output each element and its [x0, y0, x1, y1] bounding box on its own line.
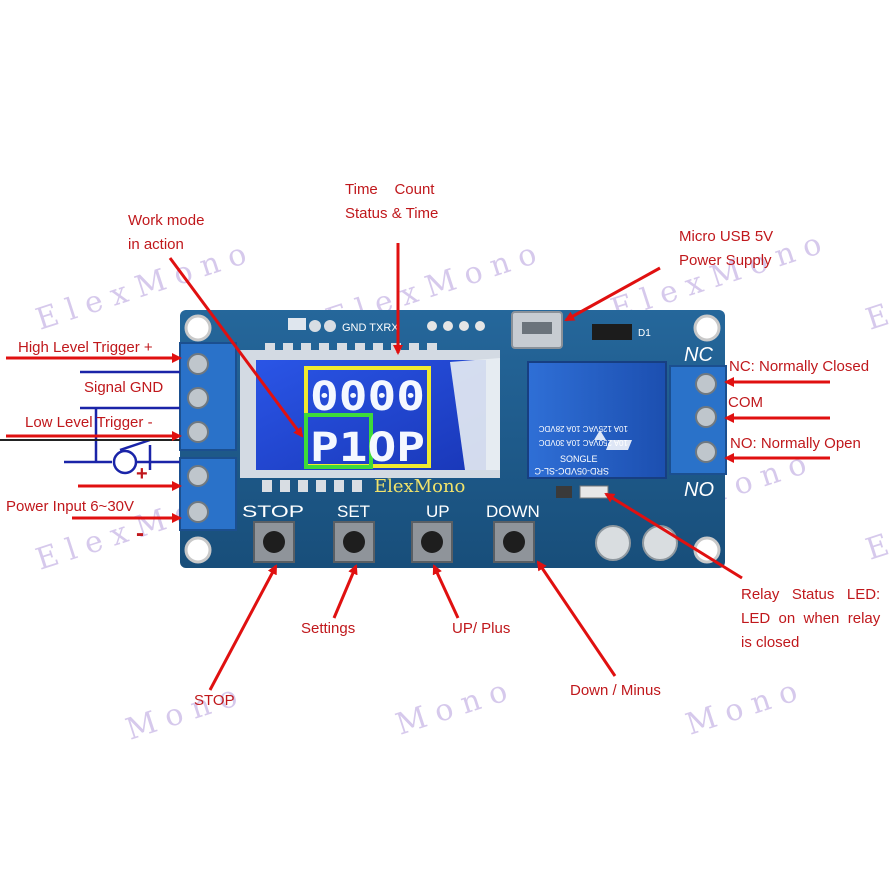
mounting-hole: [184, 314, 212, 342]
micro-usb-line1: Micro USB 5V: [679, 228, 774, 245]
relay-led-line1: Relay Status LED:: [741, 586, 881, 603]
power-terminal-block: [179, 457, 237, 531]
pcb-board: GND TXRX 0000 P1OP: [179, 310, 727, 568]
no-label: NO: Normally Open: [730, 435, 861, 452]
micro-usb-line2: Power Supply: [679, 252, 772, 269]
time-count-line2: Status & Time: [345, 205, 439, 222]
board-button-label: DOWN: [486, 502, 540, 521]
board-button-label: SET: [337, 502, 370, 521]
stop-button[interactable]: [253, 521, 295, 563]
settings-label: Settings: [301, 620, 356, 637]
up-button[interactable]: [411, 521, 453, 563]
time-count-label: Time Count Status & Time: [345, 178, 438, 226]
set-button[interactable]: [333, 521, 375, 563]
up-plus-label: UP/ Plus: [452, 620, 511, 637]
lcd-bottom-digits: P1OP: [310, 425, 425, 471]
svg-text:SONGLE: SONGLE: [560, 454, 598, 464]
svg-text:SRD-05VDC-SL-C: SRD-05VDC-SL-C: [534, 466, 609, 476]
svg-text:E: E: [862, 298, 894, 338]
board-button-label: STOP: [242, 502, 304, 521]
high-level-trigger-label: High Level Trigger +: [18, 339, 153, 356]
svg-text:M o n o: M o n o: [392, 674, 512, 743]
work-mode-label: Work mode in action: [128, 209, 204, 257]
svg-text:10A 125VAC 10A 28VDC: 10A 125VAC 10A 28VDC: [539, 424, 628, 433]
brand-overlay: ElexMono: [374, 476, 465, 497]
relay-led-line2: LED on when relay: [741, 610, 881, 627]
mounting-hole: [693, 314, 721, 342]
relay-status-led-label: Relay Status LED: LED on when relay is c…: [741, 583, 880, 655]
nc-label: NC: Normally Closed: [729, 358, 870, 375]
relay: [527, 361, 667, 479]
svg-text:M o n o: M o n o: [682, 674, 802, 743]
time-count-line1: Time Count: [345, 181, 435, 198]
signal-gnd-label: Signal GND: [84, 379, 164, 396]
micro-usb-label: Micro USB 5V Power Supply: [679, 225, 773, 273]
low-level-trigger-label: Low Level Trigger -: [25, 414, 153, 431]
relay-led-line3: is closed: [741, 634, 800, 651]
down-minus-label: Down / Minus: [570, 682, 661, 699]
com-label: COM: [728, 394, 763, 411]
header-label: GND TXRX: [342, 322, 399, 334]
down-button[interactable]: [493, 521, 535, 563]
work-mode-line1: Work mode: [128, 212, 205, 229]
relay-status-led: [579, 485, 609, 499]
wiring: [64, 370, 180, 475]
board-button-label: UP: [426, 502, 450, 521]
svg-text:E: E: [862, 528, 894, 568]
svg-text:NO: NO: [684, 479, 714, 501]
minus-sign: -: [136, 520, 144, 547]
mounting-hole: [184, 536, 212, 564]
svg-text:NC: NC: [684, 344, 713, 366]
work-mode-line2: in action: [128, 236, 184, 253]
annotation-arrows: [6, 243, 830, 691]
stop-label: STOP: [194, 692, 235, 709]
svg-text:10A 250VAC 10A 30VDC: 10A 250VAC 10A 30VDC: [539, 438, 628, 447]
power-input-label: Power Input 6~30V: [6, 498, 135, 515]
work-mode-highlight: [304, 413, 373, 469]
svg-text:D1: D1: [638, 328, 651, 339]
plus-sign: +: [136, 463, 148, 485]
lcd-top-digits: 0000: [310, 374, 425, 420]
